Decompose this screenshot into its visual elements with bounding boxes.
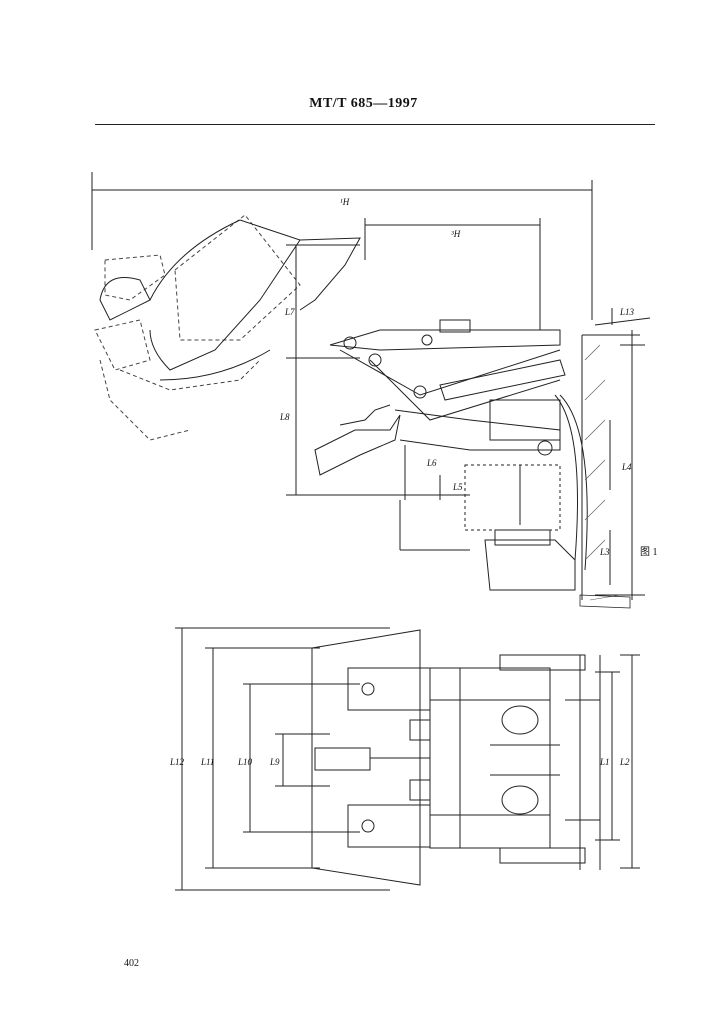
label-l5: L5 <box>452 482 463 492</box>
document-header: MT/T 685—1997 <box>309 96 418 111</box>
label-l1: L1 <box>599 757 610 767</box>
plan-boom-left <box>347 667 431 711</box>
label-l6: L6 <box>426 458 437 468</box>
label-l2: L2 <box>619 757 630 767</box>
plan-view: L12 L11 L10 L9 L1 L2 <box>169 627 640 891</box>
label-h2: ³H <box>451 229 461 239</box>
page-number: 402 <box>124 958 139 969</box>
label-l12: L12 <box>169 757 185 767</box>
boom-top <box>329 329 561 351</box>
raised-bucket-outline <box>94 214 301 441</box>
label-l8: L8 <box>279 412 290 422</box>
label-l11: L11 <box>200 757 214 767</box>
figure-caption: 图 1 <box>640 546 658 558</box>
side-view: ¹H ³H L7 L13 L8 L6 L5 L4 L3 图 1 <box>91 172 658 609</box>
header-rule <box>95 124 655 125</box>
label-l10: L10 <box>237 757 253 767</box>
plan-boom-right <box>347 804 431 848</box>
label-l9: L9 <box>269 757 280 767</box>
chassis-base <box>484 539 576 591</box>
plan-body <box>429 667 551 849</box>
lower-bucket <box>314 414 401 476</box>
label-l4: L4 <box>621 462 632 472</box>
hydraulic-cylinder <box>439 359 566 401</box>
label-h1: ¹H <box>340 197 350 207</box>
label-l7: L7 <box>284 307 295 317</box>
label-l3: L3 <box>599 547 610 557</box>
label-l13: L13 <box>619 307 635 317</box>
